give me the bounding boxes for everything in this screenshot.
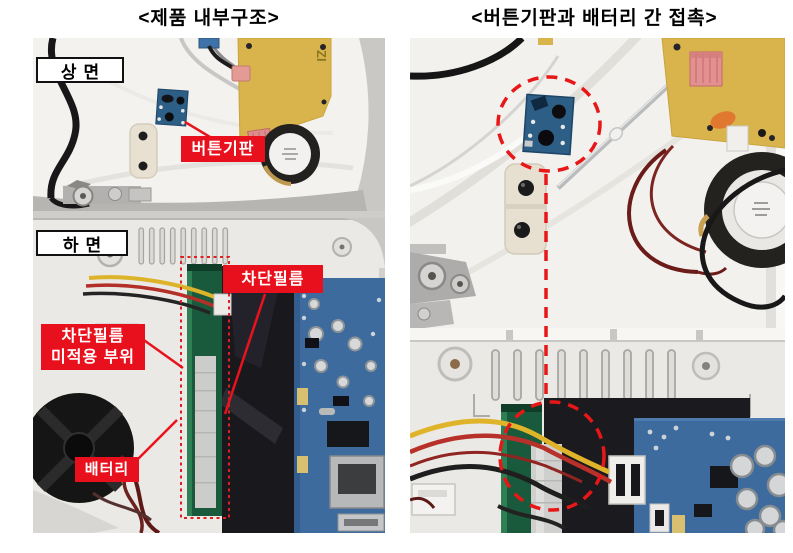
- left-photo: ZI: [33, 38, 385, 533]
- vent-slots: [138, 227, 229, 265]
- main-pcb: [608, 418, 785, 533]
- yellow-pcb-marking: ZI: [314, 50, 329, 62]
- left-photo-scene: ZI: [33, 38, 385, 533]
- metal-hinge: [63, 180, 152, 207]
- right-photo-scene: [410, 38, 785, 533]
- blocking-film-callout: 차단필름: [223, 265, 323, 293]
- mount-boss: [129, 123, 158, 179]
- wire-connector: [213, 293, 232, 316]
- pointer-line-battery: [134, 419, 178, 463]
- film-missing-line1: 차단필름: [61, 328, 125, 345]
- dashed-circle-button-board: [496, 75, 602, 173]
- battery-foil: [195, 356, 216, 508]
- pink-connector: [689, 51, 723, 87]
- orange-component: [710, 111, 736, 129]
- top-face-tag: 상면: [36, 57, 124, 83]
- film-missing-callout: 차단필름 미적용 부위: [41, 324, 145, 370]
- red-wire: [410, 433, 613, 484]
- button-board-callout: 버튼기판: [181, 136, 265, 162]
- button-board: [522, 93, 575, 156]
- yellow-pcb: [237, 38, 332, 145]
- red-wire: [85, 283, 215, 308]
- yellow-wire: [88, 275, 218, 300]
- white-connector: [726, 125, 749, 152]
- metal-hinge: [410, 244, 476, 330]
- pointer-line-film: [223, 293, 267, 415]
- film-dotted-outline: [180, 256, 230, 519]
- right-photo-title: <버튼기판과 배터리 간 접촉>: [471, 8, 718, 29]
- right-bottom-section: [410, 328, 785, 533]
- pointer-line-missing: [140, 336, 184, 370]
- left-photo-title: <제품 내부구조>: [138, 8, 280, 29]
- dashed-circle-battery-contact: [498, 400, 606, 512]
- left-top-section: ZI: [33, 38, 385, 211]
- pink-connector-top: [231, 65, 251, 82]
- film-missing-line2: 미적용 부위: [50, 349, 136, 366]
- mount-boss: [504, 163, 547, 255]
- battery-callout: 배터리: [75, 457, 139, 482]
- dark-red-wire: [627, 148, 699, 274]
- yellow-pcb: [661, 38, 785, 149]
- main-pcb: [294, 278, 385, 533]
- yellow-wire: [410, 418, 611, 475]
- left-bottom-section: [33, 211, 385, 533]
- right-photo: [410, 38, 785, 533]
- vent-slots: [491, 349, 676, 401]
- black-battery-wire: [410, 463, 590, 511]
- button-board: [155, 88, 189, 127]
- black-wire: [410, 38, 525, 80]
- chip: [327, 421, 369, 447]
- bottom-face-tag: 하면: [36, 230, 128, 256]
